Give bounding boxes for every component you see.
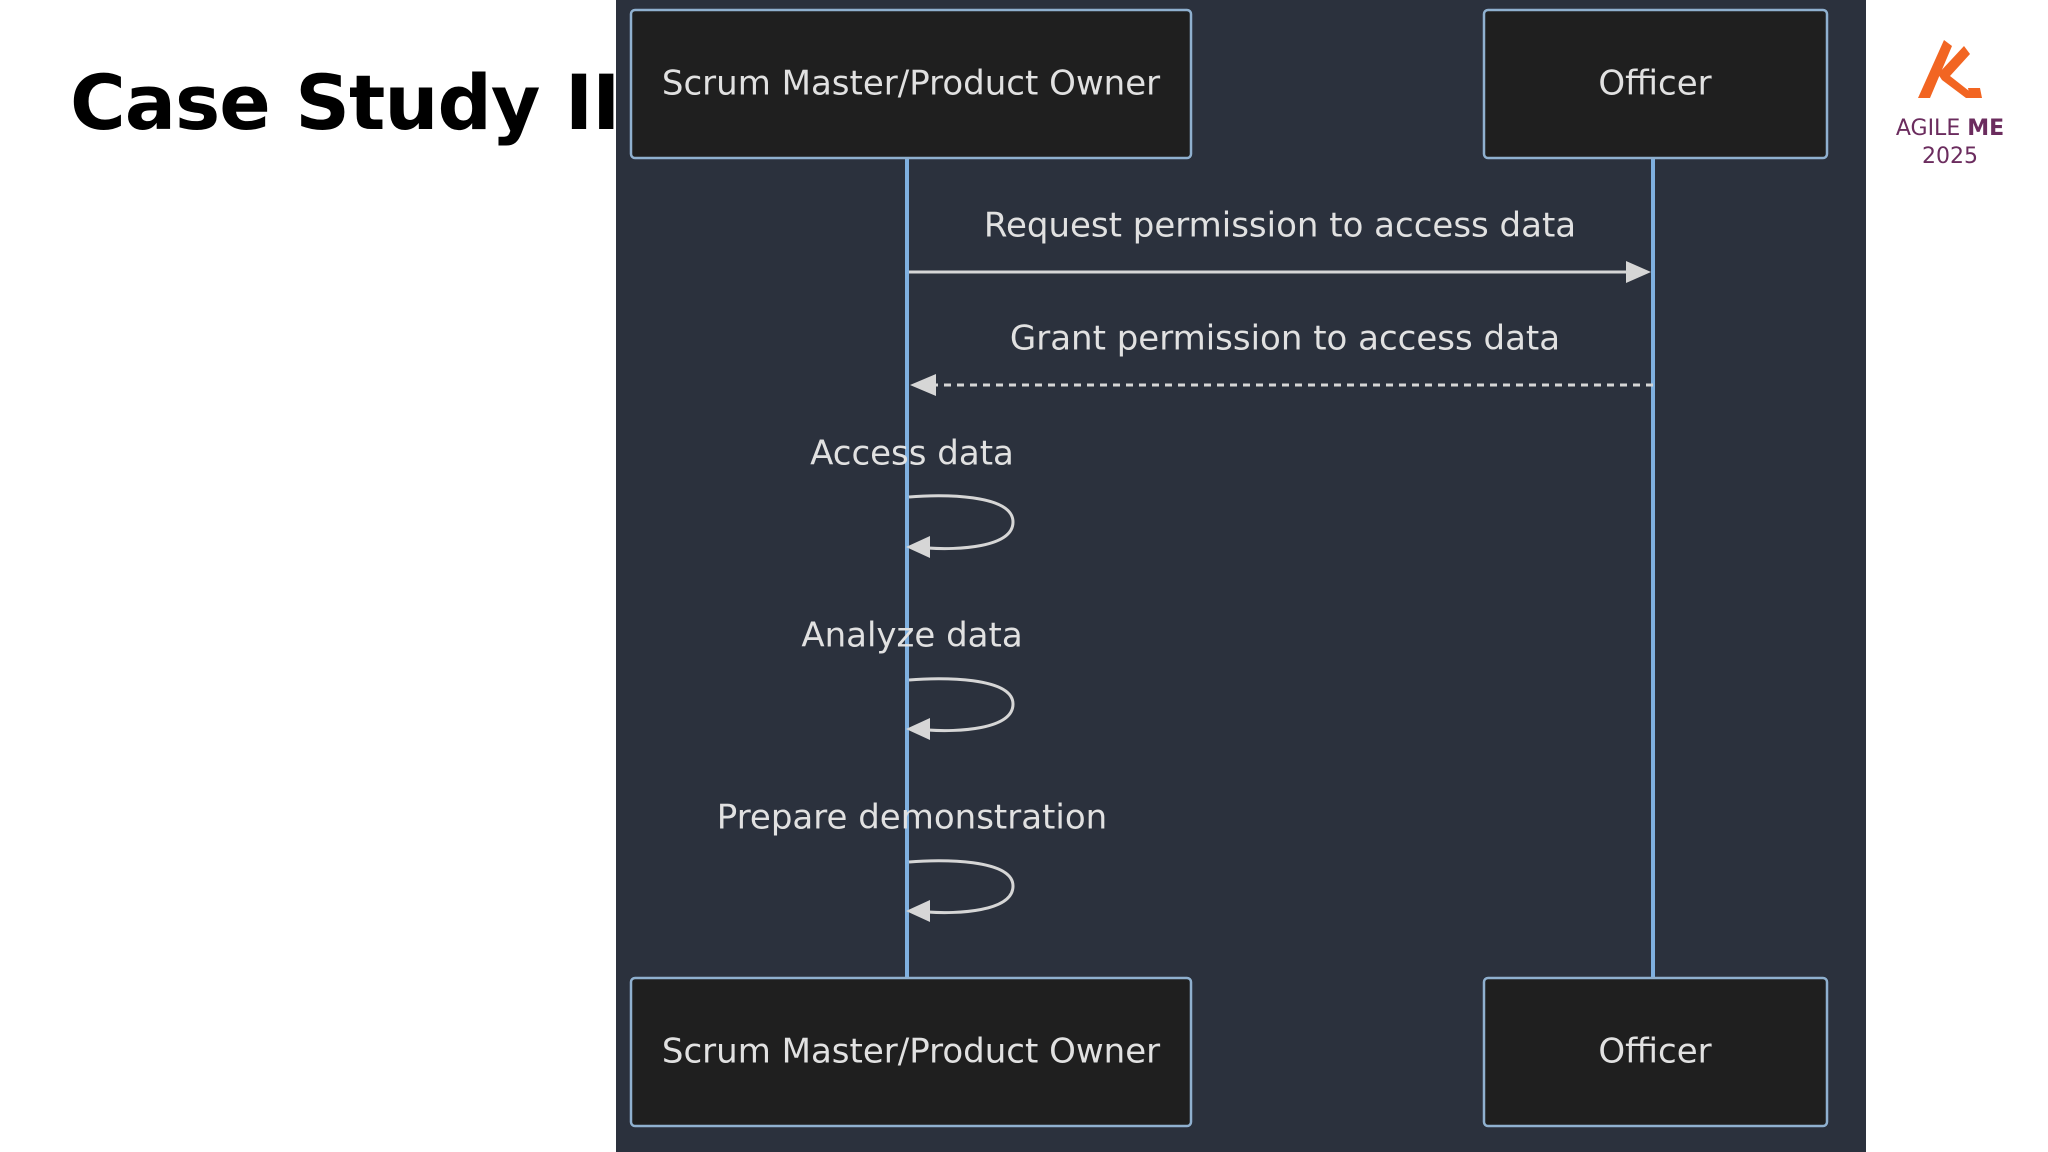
- logo-brand-light: AGILE: [1895, 116, 1961, 141]
- slide-title: Case Study III: [70, 58, 648, 147]
- sequence-diagram: Scrum Master/Product Owner Officer Reque…: [616, 0, 1866, 1152]
- actor-label-officer-top: Officer: [1598, 64, 1711, 104]
- actor-label-spo-bottom: Scrum Master/Product Owner: [662, 1032, 1160, 1072]
- message-label-request: Request permission to access data: [984, 206, 1576, 246]
- message-label-grant: Grant permission to access data: [1010, 319, 1560, 359]
- message-label-access: Access data: [810, 434, 1014, 474]
- arrowhead-request: [1626, 261, 1651, 283]
- actor-box-officer-bottom: Officer: [1482, 976, 1829, 1128]
- self-loop-analyze: [908, 677, 1015, 733]
- actor-box-spo-bottom: Scrum Master/Product Owner: [629, 976, 1193, 1128]
- agile-me-logo-icon: [1918, 40, 1982, 98]
- arrowhead-analyze: [906, 718, 930, 740]
- actor-box-spo-top: Scrum Master/Product Owner: [629, 8, 1193, 160]
- message-label-prepare: Prepare demonstration: [717, 798, 1107, 838]
- sequence-diagram-canvas: Scrum Master/Product Owner Officer Reque…: [629, 8, 1829, 1128]
- self-loop-prepare: [908, 859, 1015, 915]
- actor-label-spo-top: Scrum Master/Product Owner: [662, 64, 1160, 104]
- actor-label-officer-bottom: Officer: [1598, 1032, 1711, 1072]
- message-label-analyze: Analyze data: [801, 616, 1022, 656]
- self-loop-access: [908, 494, 1015, 551]
- arrowhead-grant: [910, 374, 936, 396]
- actor-box-officer-top: Officer: [1482, 8, 1829, 160]
- logo-brand-bold: ME: [1967, 116, 2005, 141]
- arrowhead-prepare: [906, 900, 930, 922]
- logo-year: 2025: [1922, 144, 1978, 169]
- agile-me-logo: AGILE ME 2025: [1880, 30, 2020, 180]
- logo-brand-text: AGILE ME: [1880, 116, 2020, 142]
- arrowhead-access: [906, 536, 930, 558]
